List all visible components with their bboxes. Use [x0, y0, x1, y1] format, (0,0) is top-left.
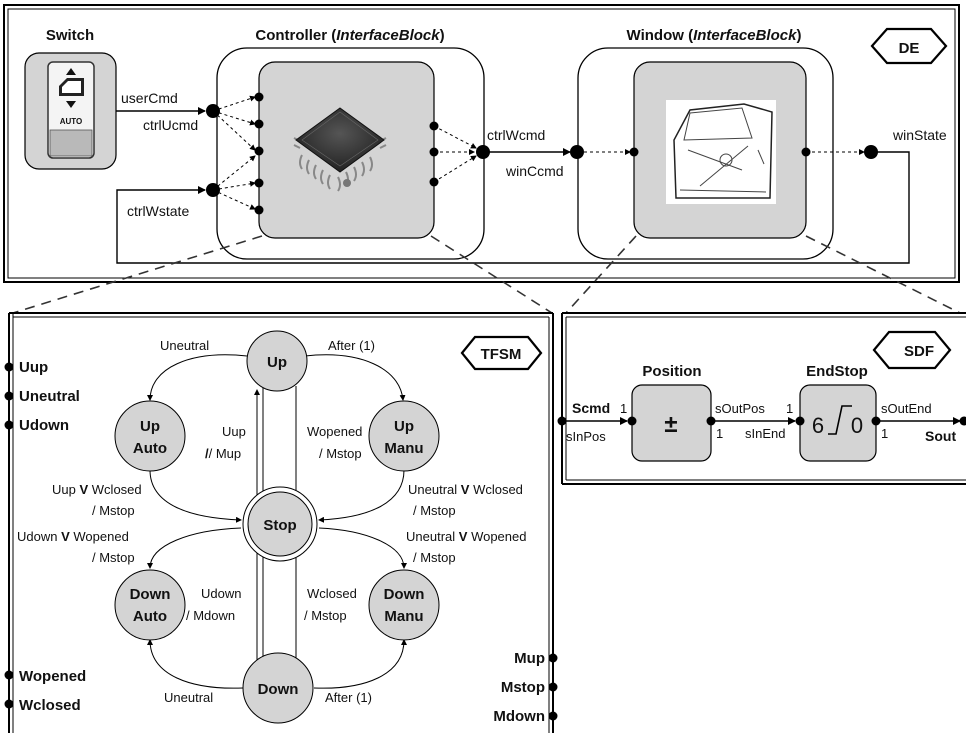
label-sinend: sInEnd	[745, 426, 785, 441]
car-door-icon	[666, 100, 776, 204]
output-mup: Mup	[514, 650, 545, 667]
sdf-tag: SDF	[874, 332, 950, 368]
svg-text:Uup V Wclosed: Uup V Wclosed	[52, 482, 142, 497]
svg-text:Uup: Uup	[222, 424, 246, 439]
svg-text:Uneutral V Wopened: Uneutral V Wopened	[406, 529, 526, 544]
label-mup: // Mup	[205, 446, 241, 461]
svg-text:Down: Down	[384, 586, 425, 603]
window-title: Window (InterfaceBlock)	[627, 27, 802, 44]
label-soutend: sOutEnd	[881, 401, 932, 416]
state-up: Up	[247, 331, 307, 391]
svg-text:6: 6	[812, 413, 824, 438]
svg-text:Udown V Wopened: Udown V Wopened	[17, 529, 129, 544]
svg-text:After (1): After (1)	[325, 690, 372, 705]
state-down: Down	[243, 653, 313, 723]
switch-auto-label: AUTO	[60, 117, 83, 126]
svg-text:0: 0	[851, 413, 863, 438]
label-rate-1: 1	[620, 401, 627, 416]
label-rate-4: 1	[881, 426, 888, 441]
de-tag-label: DE	[899, 40, 920, 57]
output-mdown: Mdown	[493, 708, 545, 725]
state-down-auto: Down Auto	[115, 570, 185, 640]
controller-title: Controller (InterfaceBlock)	[255, 27, 444, 44]
state-up-manu: Up Manu	[369, 401, 439, 471]
endstop-title: EndStop	[806, 363, 868, 380]
label-ctrlwcmd: ctrlWcmd	[487, 127, 545, 143]
label-usercmd: userCmd	[121, 90, 178, 106]
svg-text:Down: Down	[258, 681, 299, 698]
svg-text:After (1): After (1)	[328, 338, 375, 353]
svg-text:Manu: Manu	[384, 608, 423, 625]
label-sout: Sout	[925, 428, 956, 444]
input-wclosed: Wclosed	[19, 697, 81, 714]
svg-text:Up: Up	[267, 354, 287, 371]
svg-text:Auto: Auto	[133, 440, 167, 457]
svg-text:/ Mdown: / Mdown	[186, 608, 235, 623]
label-soutpos: sOutPos	[715, 401, 765, 416]
label-rate-2: 1	[716, 426, 723, 441]
position-title: Position	[642, 363, 701, 380]
svg-text:/ Mstop: / Mstop	[319, 446, 362, 461]
label-rate-3: 1	[786, 401, 793, 416]
switch-title: Switch	[46, 27, 94, 44]
tfsm-tag-label: TFSM	[481, 346, 522, 363]
label-ctrlucmd: ctrlUcmd	[143, 117, 198, 133]
label-winccmd: winCcmd	[505, 163, 564, 179]
svg-text:/ Mstop: / Mstop	[92, 503, 135, 518]
tfsm-tag: TFSM	[462, 337, 541, 369]
svg-text:Uneutral: Uneutral	[160, 338, 209, 353]
output-mstop: Mstop	[501, 679, 545, 696]
sdf-tag-label: SDF	[904, 343, 934, 360]
input-uup: Uup	[19, 359, 48, 376]
input-udown: Udown	[19, 417, 69, 434]
label-winstate: winState	[892, 127, 947, 143]
de-tag: DE	[872, 29, 946, 63]
svg-text:Manu: Manu	[384, 440, 423, 457]
svg-text:Wclosed: Wclosed	[307, 586, 357, 601]
svg-text:Up: Up	[140, 418, 160, 435]
switch-block: AUTO	[25, 53, 116, 169]
label-scmd: Scmd	[572, 400, 610, 416]
svg-text:/ Mstop: / Mstop	[413, 503, 456, 518]
state-up-auto: Up Auto	[115, 401, 185, 471]
label-sinpos: sInPos	[566, 429, 606, 444]
svg-text:/ Mstop: / Mstop	[413, 550, 456, 565]
svg-text:Stop: Stop	[263, 517, 296, 534]
label-ctrlwstate: ctrlWstate	[127, 203, 189, 219]
svg-text:Up: Up	[394, 418, 414, 435]
input-wopened: Wopened	[19, 668, 86, 685]
svg-text:Udown: Udown	[201, 586, 241, 601]
position-symbol: ±	[664, 411, 677, 438]
state-down-manu: Down Manu	[369, 570, 439, 640]
svg-text:Wopened: Wopened	[307, 424, 362, 439]
svg-text:Down: Down	[130, 586, 171, 603]
state-stop: Stop	[243, 487, 317, 561]
input-uneutral: Uneutral	[19, 388, 80, 405]
svg-text:Uneutral V Wclosed: Uneutral V Wclosed	[408, 482, 523, 497]
svg-text:/ Mstop: / Mstop	[92, 550, 135, 565]
svg-text:Auto: Auto	[133, 608, 167, 625]
svg-text:/ Mstop: / Mstop	[304, 608, 347, 623]
svg-text:Uneutral: Uneutral	[164, 690, 213, 705]
